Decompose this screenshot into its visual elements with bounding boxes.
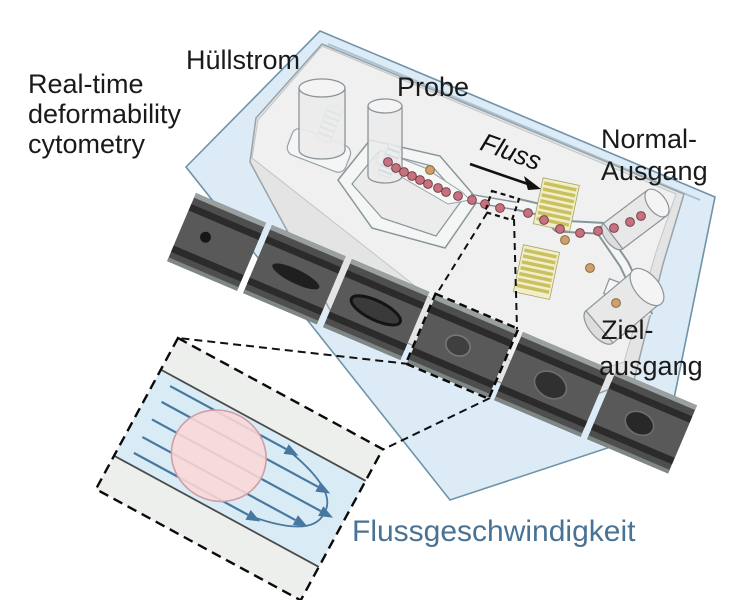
cell-image-blob	[533, 370, 568, 400]
zoom-connector-line-a	[435, 212, 488, 296]
cell-image-round	[445, 334, 471, 357]
label-target-outlet-line1: Ziel-	[601, 315, 654, 345]
inlet-cylinder-sheath	[298, 78, 346, 160]
cell-image-bullet	[272, 263, 320, 290]
label-normal-outlet-line2: Ausgang	[601, 156, 708, 186]
label-normal-outlet-line1: Normal-	[601, 124, 697, 154]
inset-wall-bottom	[95, 455, 319, 600]
inlet-cylinder-sample	[367, 98, 403, 184]
outlet-cylinder-normal	[600, 188, 670, 251]
figure-title-line1: Real-time	[28, 69, 144, 99]
label-flow-velocity: Flussgeschwindigkeit	[352, 515, 636, 548]
strip-frame-6	[587, 371, 698, 474]
cell-dots-orange	[425, 165, 621, 308]
strip-frame-2	[243, 225, 346, 325]
outlet-cylinder-target	[583, 267, 665, 345]
flow-arrow	[469, 162, 541, 190]
zoom-connector-line-d	[381, 397, 491, 451]
inset-flow-channel	[94, 336, 385, 600]
glass-slide-inner-edge	[327, 43, 701, 201]
strip-frame-1	[167, 193, 266, 291]
inset-dashed-border	[94, 336, 385, 600]
strip-frame-3	[323, 259, 430, 360]
figure-title-line2: deformability	[28, 99, 182, 129]
cell-image-blob	[624, 410, 655, 437]
label-target-outlet-line2: ausgang	[599, 351, 703, 381]
electrode-pad-bottom	[512, 244, 561, 300]
inset-cell	[170, 409, 267, 503]
strip-frame-5	[494, 332, 610, 437]
cell-dots-red	[383, 157, 646, 238]
velocity-arrowheads	[245, 444, 334, 527]
label-sheath-inlet: Hüllstrom	[186, 45, 300, 75]
inset-wall-top	[160, 338, 383, 481]
label-sample-inlet: Probe	[397, 72, 469, 102]
cell-image-dot	[199, 231, 211, 243]
measurement-channel	[469, 193, 517, 211]
figure-title-line3: cytometry	[28, 129, 146, 159]
zoom-connector-line-b	[513, 218, 518, 330]
zoom-region-box	[483, 189, 521, 222]
cell-image-ellipse	[349, 294, 402, 327]
